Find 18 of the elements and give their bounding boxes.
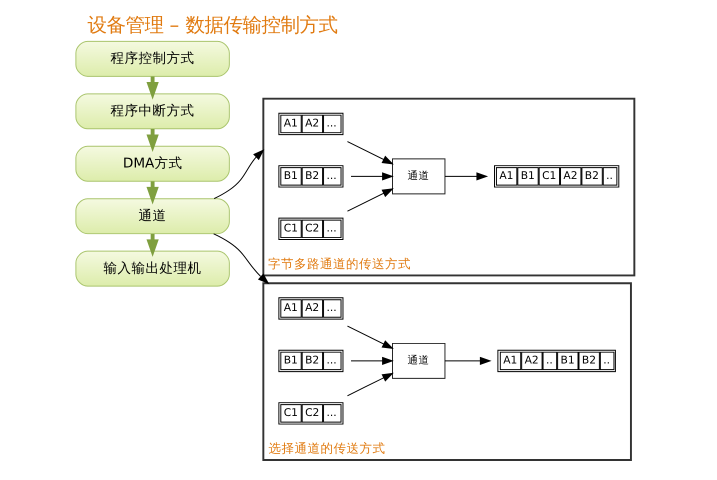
node-box: 通道 <box>392 342 445 379</box>
arrow <box>346 188 394 212</box>
node-box: 输入输出处理机 <box>74 250 230 287</box>
node-box: 程序中断方式 <box>74 93 230 130</box>
node-box: DMA方式 <box>74 146 230 182</box>
diagram-title: 设备管理 – 数据传输控制方式 <box>86 14 337 37</box>
arrow <box>444 356 492 365</box>
node-box: 通道 <box>392 158 445 194</box>
arrow <box>346 326 394 350</box>
node-box: 程序控制方式 <box>74 40 230 77</box>
arrow <box>346 372 394 396</box>
arrow <box>212 233 269 284</box>
arrow <box>213 149 264 200</box>
arrow <box>346 141 394 165</box>
arrow <box>350 172 394 180</box>
node-box: 通道 <box>74 198 230 234</box>
arrow <box>444 172 488 180</box>
arrow <box>350 356 394 365</box>
